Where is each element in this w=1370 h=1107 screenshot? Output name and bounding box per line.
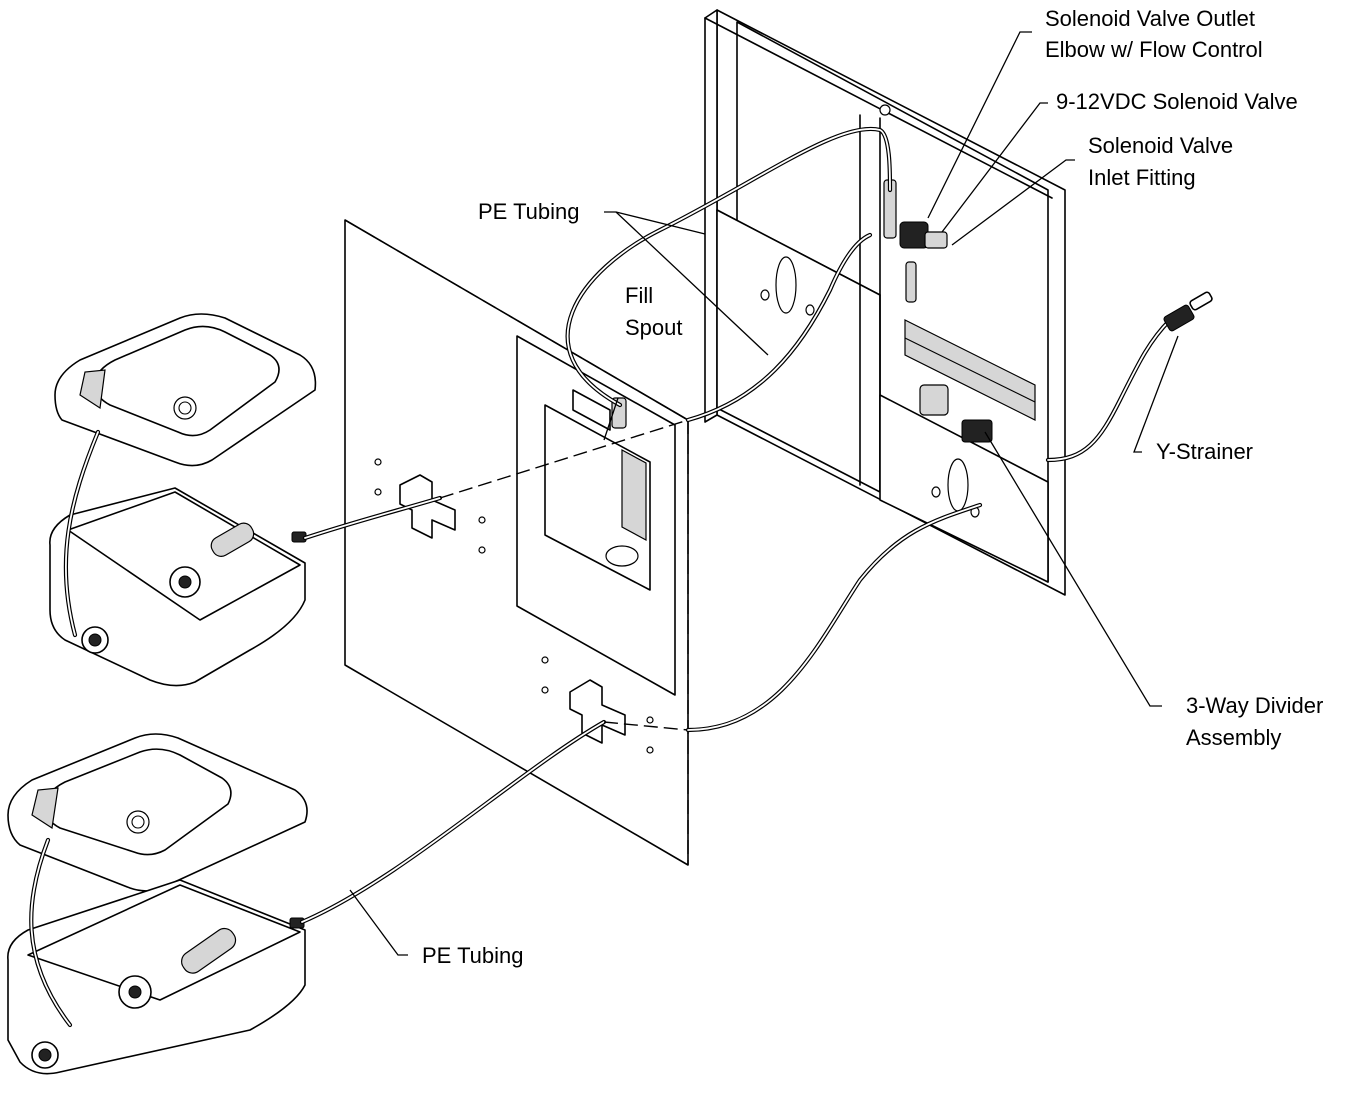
label-fill-spout-2: Spout	[625, 315, 683, 340]
tubing-runs	[29, 126, 1213, 1028]
label-divider-2: Assembly	[1186, 725, 1282, 750]
front-panel	[344, 219, 689, 866]
callout-leaders	[349, 31, 1179, 956]
label-pe-tubing-top: PE Tubing	[478, 199, 580, 224]
upper-fountain	[49, 313, 317, 687]
label-solenoid-outlet-2: Elbow w/ Flow Control	[1045, 37, 1263, 62]
label-solenoid-inlet-1: Solenoid Valve	[1088, 133, 1234, 158]
wall-frame	[704, 9, 1066, 596]
label-y-strainer: Y-Strainer	[1156, 439, 1254, 464]
label-solenoid-valve: 9-12VDC Solenoid Valve	[1056, 89, 1298, 114]
label-divider-1: 3-Way Divider	[1186, 693, 1324, 718]
label-fill-spout-1: Fill	[625, 283, 654, 308]
label-pe-tubing-bottom: PE Tubing	[422, 943, 524, 968]
lower-fountain	[7, 733, 308, 1075]
label-solenoid-outlet-1: Solenoid Valve Outlet	[1045, 6, 1255, 31]
label-solenoid-inlet-2: Inlet Fitting	[1088, 165, 1196, 190]
